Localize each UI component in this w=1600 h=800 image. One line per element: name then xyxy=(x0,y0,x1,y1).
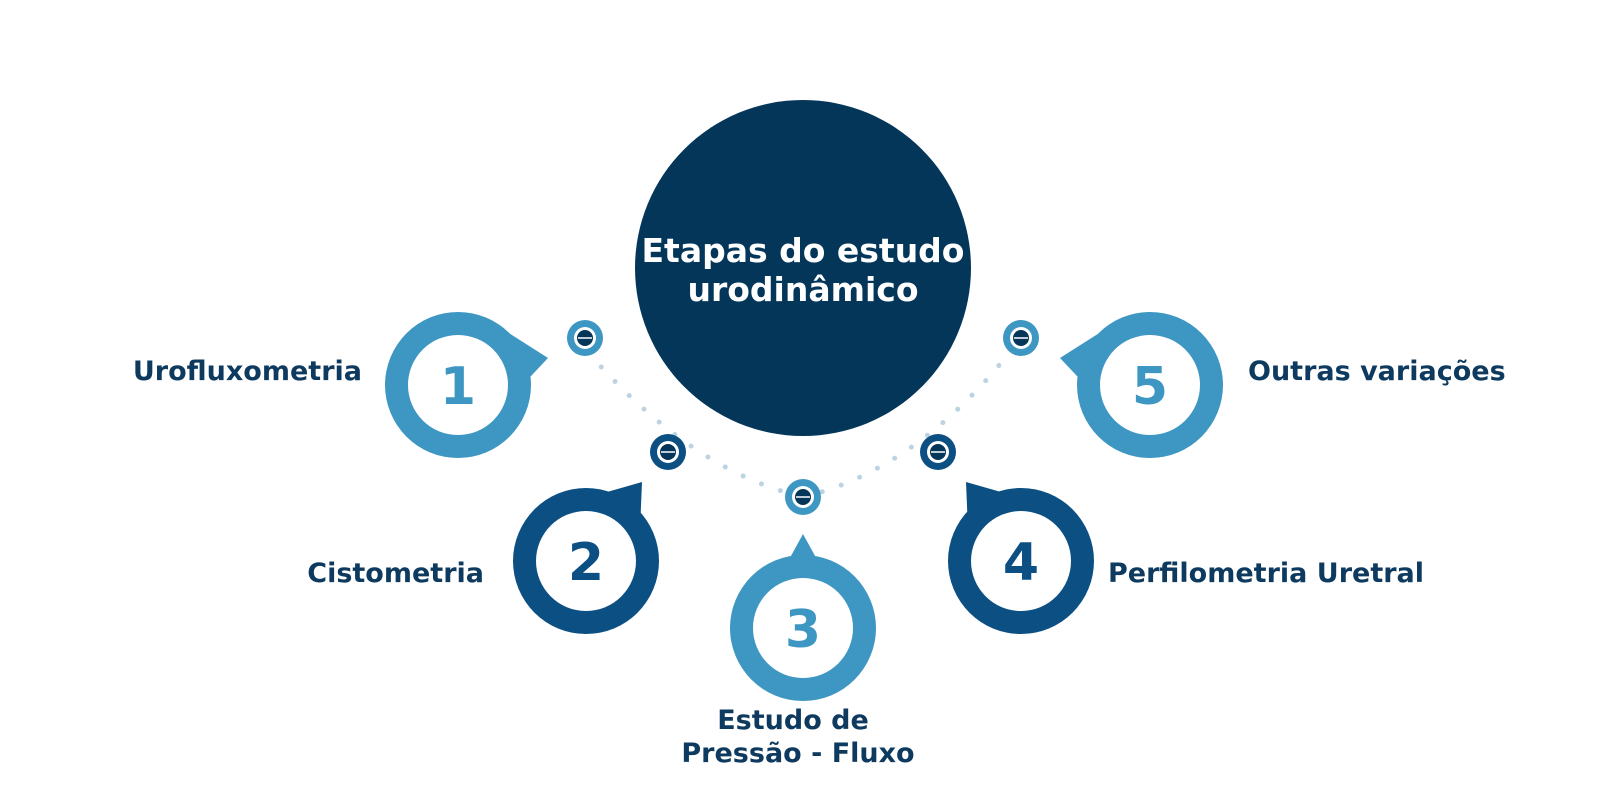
arc-node xyxy=(567,320,603,356)
step-4-number: 4 xyxy=(1003,533,1039,593)
arc-node xyxy=(1003,320,1039,356)
arc-node xyxy=(650,434,686,470)
step-4-label: Perfilometria Uretral xyxy=(1108,558,1424,589)
step-2-number: 2 xyxy=(568,533,604,593)
step-3-label-line2: Pressão - Fluxo xyxy=(681,738,914,769)
step-4-marker: 4 xyxy=(948,482,1094,634)
step-1-label: Urofluxometria xyxy=(133,356,362,387)
step-5-marker: 5 xyxy=(1060,312,1223,458)
arc-node xyxy=(785,479,821,515)
step-1-marker: 1 xyxy=(385,312,548,458)
step-1-number: 1 xyxy=(440,357,476,417)
step-3-number: 3 xyxy=(785,600,821,660)
step-2-label: Cistometria xyxy=(307,558,484,589)
step-5-number: 5 xyxy=(1132,357,1168,417)
arc-node xyxy=(920,434,956,470)
dotted-connector-arc xyxy=(585,349,1013,500)
center-title-line2: urodinâmico xyxy=(687,270,918,309)
step-3-label-line1: Estudo de xyxy=(717,705,869,736)
center-title-line1: Etapas do estudo xyxy=(642,231,965,270)
step-3-marker: 3 xyxy=(730,534,876,701)
step-5-label: Outras variações xyxy=(1248,356,1506,387)
step-2-marker: 2 xyxy=(513,482,659,634)
center-circle: Etapas do estudo urodinâmico xyxy=(635,100,971,436)
